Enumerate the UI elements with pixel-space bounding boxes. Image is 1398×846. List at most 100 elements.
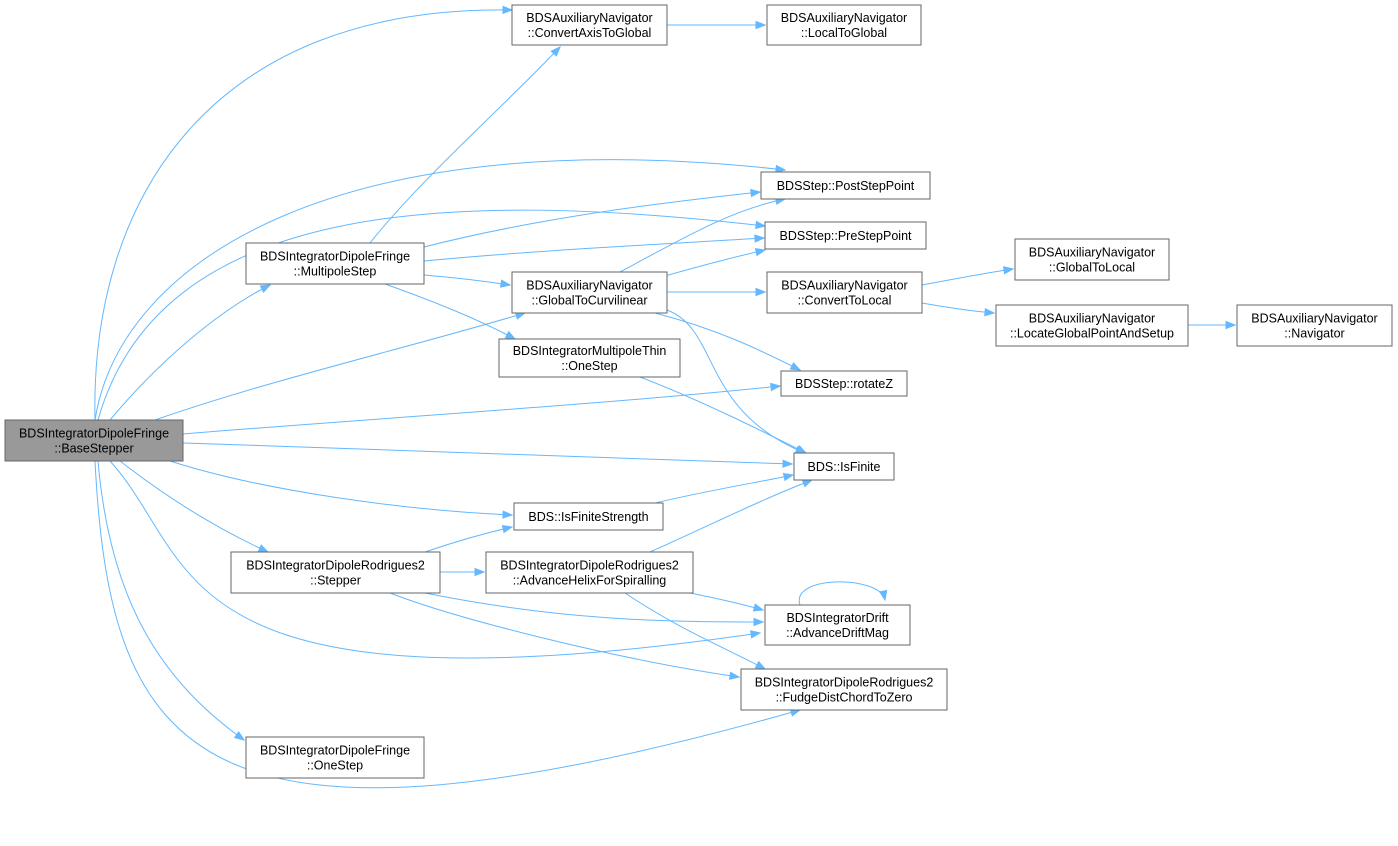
- node-local-to-global[interactable]: BDSAuxiliaryNavigator::LocalToGlobal: [766, 4, 922, 46]
- node-box: [793, 452, 895, 481]
- call-edge: [389, 592, 741, 680]
- call-nodes: BDSIntegratorDipoleFringe::BaseStepperBD…: [4, 4, 1393, 779]
- node-label: ::BaseStepper: [54, 442, 133, 456]
- node-multipole-step[interactable]: BDSIntegratorDipoleFringe::MultipoleStep: [245, 242, 425, 285]
- node-label: BDSIntegratorDrift: [786, 611, 889, 625]
- arrowhead-icon: [504, 330, 517, 340]
- arrowhead-icon: [789, 361, 802, 371]
- node-post-step[interactable]: BDSStep::PostStepPoint: [760, 171, 931, 200]
- node-box: [513, 502, 664, 531]
- call-edge: [667, 287, 767, 297]
- call-edge: [97, 209, 767, 421]
- node-label: BDSIntegratorDipoleFringe: [19, 427, 169, 441]
- node-fudge-dist[interactable]: BDSIntegratorDipoleRodrigues2::FudgeDist…: [740, 668, 948, 711]
- call-edge-line: [154, 312, 526, 421]
- call-edge: [654, 472, 795, 504]
- node-box: [764, 221, 927, 250]
- node-fringe-one-step[interactable]: BDSIntegratorDipoleFringe::OneStep: [245, 736, 425, 779]
- call-edge: [423, 234, 766, 262]
- node-rotate-z[interactable]: BDSStep::rotateZ: [780, 370, 908, 397]
- call-edge: [667, 20, 767, 30]
- node-convert-axis[interactable]: BDSAuxiliaryNavigator::ConvertAxisToGlob…: [511, 4, 668, 46]
- node-root[interactable]: BDSIntegratorDipoleFringe::BaseStepper: [4, 419, 184, 462]
- call-edge-line: [424, 592, 764, 623]
- node-label: BDSStep::PostStepPoint: [777, 179, 915, 193]
- node-advance-helix[interactable]: BDSIntegratorDipoleRodrigues2::AdvanceHe…: [485, 551, 694, 594]
- call-edges: [94, 5, 1237, 789]
- call-edge: [109, 460, 762, 659]
- node-label: BDSAuxiliaryNavigator: [1029, 246, 1155, 260]
- call-edge-line: [424, 526, 513, 553]
- call-edge-line: [423, 191, 761, 248]
- node-locate-global[interactable]: BDSAuxiliaryNavigator::LocateGlobalPoint…: [995, 304, 1189, 347]
- call-edge-line: [423, 237, 765, 262]
- node-label: BDS::IsFiniteStrength: [528, 510, 648, 524]
- call-edge-line: [649, 479, 813, 553]
- call-edge-line: [119, 460, 269, 553]
- call-edge-line: [94, 159, 786, 421]
- node-label: ::MultipoleStep: [294, 265, 377, 279]
- arrowhead-icon: [550, 46, 561, 57]
- node-label: BDSStep::PreStepPoint: [779, 229, 912, 243]
- node-box: [498, 338, 681, 378]
- call-edge: [182, 442, 794, 468]
- node-global-to-local[interactable]: BDSAuxiliaryNavigator::GlobalToLocal: [1014, 238, 1170, 281]
- arrowhead-icon: [1002, 266, 1015, 275]
- node-label: ::FudgeDistChordToZero: [776, 691, 913, 705]
- node-is-finite[interactable]: BDS::IsFinite: [793, 452, 895, 481]
- call-edge: [109, 284, 272, 421]
- node-rod-stepper[interactable]: BDSIntegratorDipoleRodrigues2::Stepper: [230, 551, 441, 594]
- call-edge: [154, 311, 527, 421]
- node-navigator[interactable]: BDSAuxiliaryNavigator::Navigator: [1236, 304, 1393, 347]
- call-edge-line: [423, 274, 511, 286]
- call-edge-line: [182, 442, 793, 465]
- arrowhead-icon: [753, 617, 765, 627]
- call-edge-line: [169, 460, 513, 516]
- node-label: BDSStep::rotateZ: [795, 377, 893, 391]
- node-label: ::OneStep: [307, 759, 363, 773]
- node-box: [1014, 238, 1170, 281]
- node-box: [780, 370, 908, 397]
- call-edge-line: [384, 283, 516, 340]
- call-edge: [94, 460, 802, 789]
- arrowhead-icon: [474, 567, 486, 577]
- arrowhead-icon: [259, 284, 272, 294]
- node-label: BDSIntegratorDipoleRodrigues2: [755, 676, 934, 690]
- call-edge: [94, 5, 514, 421]
- call-edge: [1188, 320, 1237, 330]
- node-is-finite-strength[interactable]: BDS::IsFiniteStrength: [513, 502, 664, 531]
- call-edge: [798, 581, 888, 606]
- node-multipole-thin[interactable]: BDSIntegratorMultipoleThin::OneStep: [498, 338, 681, 378]
- call-edge: [384, 283, 517, 340]
- node-label: ::Navigator: [1284, 327, 1344, 341]
- arrowhead-icon: [233, 731, 246, 741]
- arrowhead-icon: [755, 220, 767, 230]
- node-label: BDSIntegratorDipoleRodrigues2: [500, 559, 679, 573]
- arrowhead-icon: [754, 247, 767, 257]
- node-label: ::Stepper: [310, 574, 361, 588]
- call-edge-line: [182, 385, 781, 435]
- call-edge-line: [109, 460, 761, 659]
- node-box: [230, 551, 441, 594]
- node-label: ::AdvanceHelixForSpiralling: [513, 574, 667, 588]
- node-label: ::LocalToGlobal: [801, 26, 887, 40]
- call-edge-line: [97, 460, 245, 741]
- node-box: [511, 4, 668, 46]
- arrowhead-icon: [752, 603, 765, 612]
- node-label: BDSAuxiliaryNavigator: [781, 11, 907, 25]
- node-pre-step[interactable]: BDSStep::PreStepPoint: [764, 221, 927, 250]
- arrowhead-icon: [257, 544, 270, 553]
- call-edge: [921, 266, 1015, 286]
- node-box: [485, 551, 694, 594]
- call-edge: [169, 460, 514, 519]
- node-convert-to-local[interactable]: BDSAuxiliaryNavigator::ConvertToLocal: [766, 271, 923, 314]
- arrowhead-icon: [878, 589, 888, 602]
- call-edge: [654, 312, 802, 371]
- call-edge-line: [94, 9, 513, 421]
- call-edge: [649, 479, 814, 553]
- node-global-to-curv[interactable]: BDSAuxiliaryNavigator::GlobalToCurviline…: [511, 271, 668, 314]
- arrowhead-icon: [502, 5, 514, 15]
- node-advance-drift[interactable]: BDSIntegratorDrift::AdvanceDriftMag: [764, 604, 911, 646]
- node-label: BDSAuxiliaryNavigator: [526, 11, 652, 25]
- call-edge-line: [624, 592, 766, 670]
